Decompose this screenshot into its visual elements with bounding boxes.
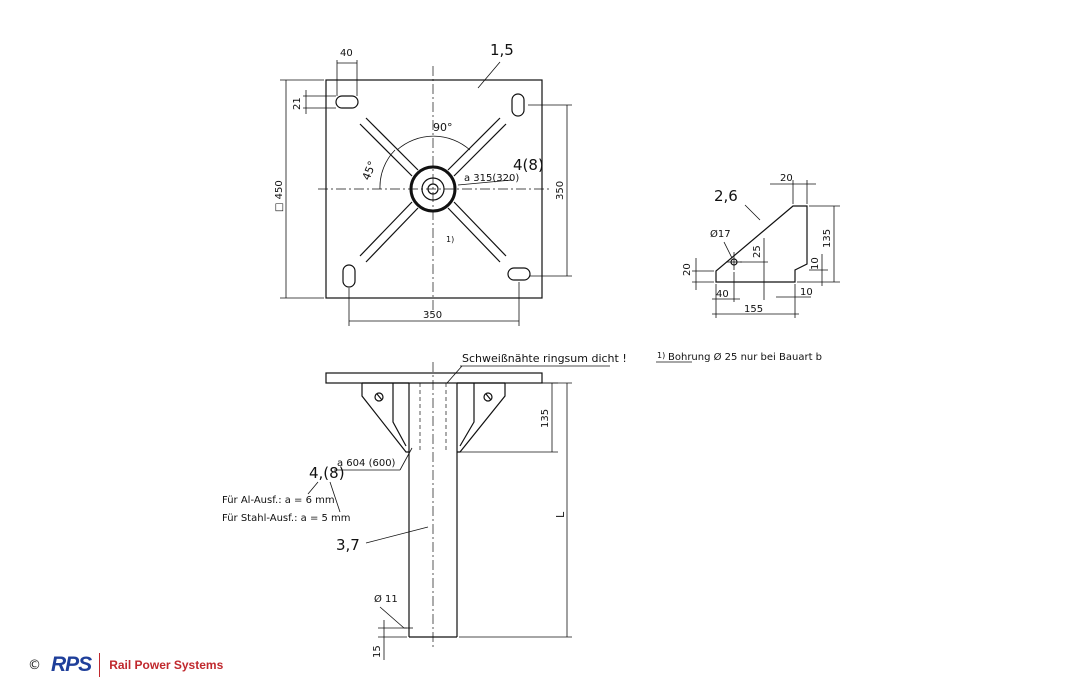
left-gusset xyxy=(361,382,409,453)
side-dim-length: L xyxy=(554,511,567,518)
weld-note-label: a 315(320) xyxy=(464,173,519,184)
top-view: 90° 45° 1,5 4(8) a 315(320) 1) 40 21 □ 4… xyxy=(274,41,572,326)
steel-execution-note: Für Stahl-Ausf.: a = 5 mm xyxy=(222,513,351,524)
angle-arc-45 xyxy=(379,149,396,190)
flange-outline xyxy=(325,372,543,384)
side-view: Schweißnähte ringsum dicht ! 135 L a 604… xyxy=(222,352,627,660)
angle-45-label: 45° xyxy=(360,159,379,182)
side-dim-hole: Ø 11 xyxy=(374,593,398,605)
slot-top-left xyxy=(335,95,359,109)
diagonal-ribs xyxy=(359,117,507,263)
dim-slot-height: 21 xyxy=(292,97,303,110)
gusset-dim-right-offset: 10 xyxy=(800,287,813,298)
footnote: 1) Bohrung Ø 25 nur bei Bauart b xyxy=(656,351,822,363)
dim-hole-horizontal: 350 xyxy=(423,310,442,321)
company-name: Rail Power Systems xyxy=(109,658,224,672)
gusset-dim-height: 135 xyxy=(822,229,833,248)
footnote-marker-top: 1) xyxy=(446,235,454,244)
tube-part-label: 3,7 xyxy=(336,536,360,554)
angle-arc-90 xyxy=(396,135,471,151)
weld-leader xyxy=(457,179,513,186)
part-1-5-label: 1,5 xyxy=(490,41,514,59)
slot-bottom-left xyxy=(342,264,356,288)
al-execution-note: Für Al-Ausf.: a = 6 mm xyxy=(222,495,335,506)
side-dim-bottom-offset: 15 xyxy=(372,645,383,658)
footer: © RPS Rail Power Systems xyxy=(28,651,223,679)
side-dim-gusset-height: 135 xyxy=(540,409,551,428)
gusset-dim-hole-height: 25 xyxy=(752,245,763,258)
hub-tube-circle xyxy=(421,177,445,201)
weld-size-label: a 604 (600) xyxy=(337,458,396,469)
copyright-symbol: © xyxy=(28,657,41,673)
gusset-detail: 2,6 20 135 Ø17 25 20 10 40 xyxy=(682,173,840,318)
weld-count-side: 4,(8) xyxy=(309,464,345,482)
dim-hole-vertical: 350 xyxy=(555,181,566,200)
gusset-dim-bottom-right: 10 xyxy=(810,257,821,270)
right-gusset xyxy=(457,382,506,453)
gusset-dim-hole-offset: 40 xyxy=(716,289,729,300)
gusset-outline xyxy=(715,205,808,283)
left-gusset-hole xyxy=(374,392,384,402)
hub-outer-circle xyxy=(409,165,457,213)
weld-tight-note: Schweißnähte ringsum dicht ! xyxy=(462,352,627,365)
footnote-text: Bohrung Ø 25 nur bei Bauart b xyxy=(668,351,822,363)
weld-count-label: 4(8) xyxy=(513,156,544,174)
dim-plate-size: □ 450 xyxy=(274,180,285,212)
gusset-part-label: 2,6 xyxy=(714,187,738,205)
slot-bottom-right xyxy=(507,267,531,281)
rps-logo: RPS xyxy=(51,653,92,676)
slot-top-right xyxy=(511,93,525,117)
angle-90-label: 90° xyxy=(433,121,453,134)
gusset-dim-top-width: 20 xyxy=(780,173,793,184)
footnote-marker: 1) xyxy=(657,351,665,360)
gusset-dim-total-width: 155 xyxy=(744,304,763,315)
part-1-5-leader xyxy=(477,61,501,89)
dim-slot-spacing: 40 xyxy=(340,48,353,59)
gusset-dim-bottom-left: 20 xyxy=(682,263,693,276)
hub-bore-circle xyxy=(427,183,439,195)
right-gusset-hole xyxy=(483,392,493,402)
logo-divider xyxy=(99,653,101,677)
gusset-dim-hole: Ø17 xyxy=(710,228,731,240)
